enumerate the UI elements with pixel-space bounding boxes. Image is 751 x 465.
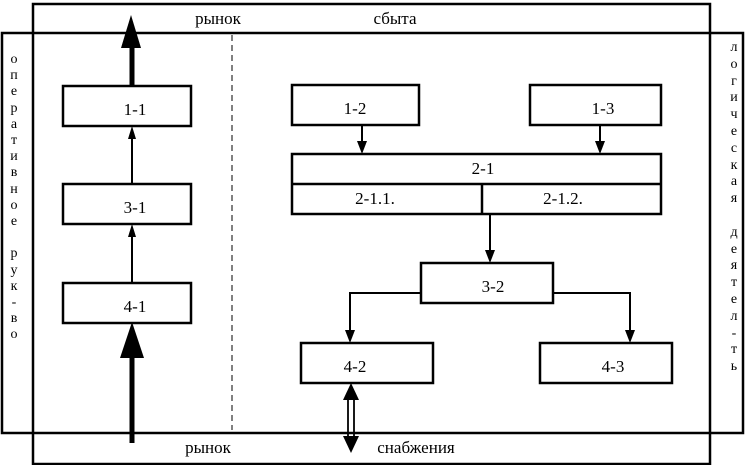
market-label-top-right: сбыта bbox=[373, 9, 416, 28]
box-3-1 bbox=[61, 182, 193, 226]
box-3-2-label: 3-2 bbox=[482, 277, 505, 296]
double-arrow-head-down bbox=[343, 436, 359, 453]
arrow-3-2-to-4-3-head bbox=[625, 330, 635, 343]
box-4-3 bbox=[538, 341, 674, 385]
box-2-1-label: 2-1 bbox=[472, 159, 495, 178]
arrow-3-2-to-4-2 bbox=[349, 292, 421, 332]
market-label-bottom-left: рынок bbox=[185, 438, 232, 457]
arrow-4-1-to-3-1-head bbox=[128, 224, 136, 237]
box-4-1 bbox=[61, 281, 193, 325]
box-1-1-label: 1-1 bbox=[124, 100, 147, 119]
box-4-1-label: 4-1 bbox=[124, 297, 147, 316]
box-4-2 bbox=[299, 341, 435, 385]
side-label-right: л о г и ч е с к а я д е я т е л - т ь bbox=[730, 40, 738, 375]
market-label-top-left: рынок bbox=[195, 9, 242, 28]
box-2-1-2-label: 2-1.2. bbox=[543, 189, 583, 208]
box-1-2-label: 1-2 bbox=[344, 99, 367, 118]
double-arrow-head-up bbox=[343, 383, 359, 400]
market-frame-outer bbox=[31, 2, 712, 465]
thick-arrow-in-head bbox=[120, 322, 144, 358]
box-3-2 bbox=[419, 261, 555, 305]
box-1-3-label: 1-3 bbox=[592, 99, 615, 118]
thick-arrow-out-head bbox=[121, 15, 141, 48]
market-label-bottom-right: снабжения bbox=[377, 438, 455, 457]
arrow-2-1-to-3-2-head bbox=[485, 250, 495, 263]
box-2-1-1-label: 2-1.1. bbox=[355, 189, 395, 208]
box-1-2 bbox=[290, 83, 421, 127]
box-1-1 bbox=[61, 84, 193, 128]
box-4-2-label: 4-2 bbox=[344, 357, 367, 376]
arrow-3-1-to-1-1-head bbox=[128, 126, 136, 139]
enterprise-frame bbox=[0, 31, 745, 435]
box-3-1-label: 3-1 bbox=[124, 198, 147, 217]
arrow-1-2-to-2-1-head bbox=[357, 141, 367, 154]
arrow-3-2-to-4-2-head bbox=[345, 330, 355, 343]
arrow-1-3-to-2-1-head bbox=[595, 141, 605, 154]
side-label-left: о п е р а т и в н о е р у к - в о bbox=[10, 52, 18, 343]
box-4-3-label: 4-3 bbox=[602, 357, 625, 376]
arrow-3-2-to-4-3 bbox=[553, 292, 631, 332]
box-1-3 bbox=[528, 83, 663, 127]
